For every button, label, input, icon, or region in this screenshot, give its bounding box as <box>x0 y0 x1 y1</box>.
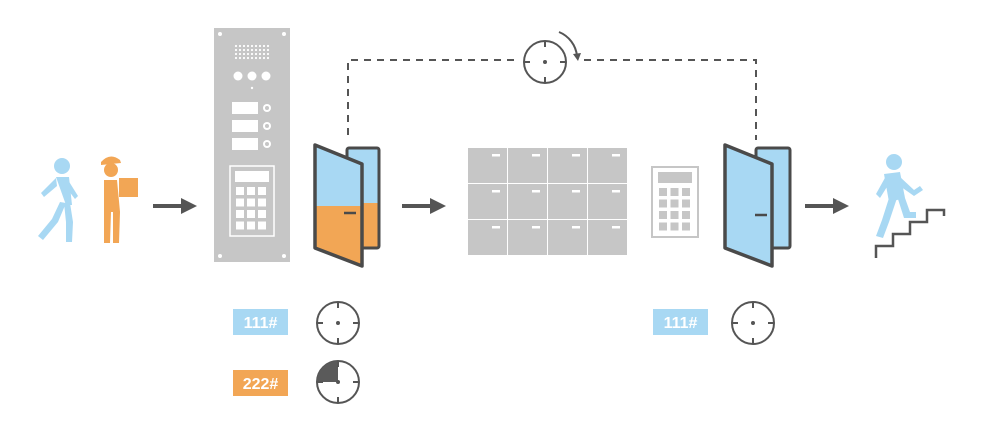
intercom-panel-icon <box>214 28 290 262</box>
mailbox-slot <box>468 220 507 255</box>
code-badge-111-right: 111# <box>653 309 708 335</box>
keypad-key <box>247 187 255 195</box>
code-label: 111# <box>664 315 698 332</box>
mailbox-slot <box>548 148 587 183</box>
keypad-key <box>258 210 266 218</box>
keypad-key <box>670 199 679 208</box>
keypad-key <box>236 198 244 207</box>
mailbox-slot <box>508 148 547 183</box>
mailbox-slot <box>548 220 587 255</box>
keypad-key <box>670 222 679 231</box>
door-icon <box>313 143 381 268</box>
keypad-key <box>247 198 255 207</box>
keypad-key <box>682 199 690 208</box>
mailbox-slot <box>508 184 547 219</box>
keypad-key <box>258 221 266 230</box>
door-icon <box>723 143 792 268</box>
arrow-right-icon <box>153 198 197 214</box>
clock-icon <box>316 301 360 345</box>
mailbox-slot <box>588 220 627 255</box>
keypad-key <box>247 210 255 218</box>
arrow-right-icon <box>805 198 849 214</box>
keypad-key <box>258 187 266 195</box>
keypad-key <box>659 211 667 219</box>
delivery-person-icon <box>101 156 138 243</box>
mailbox-slot <box>588 148 627 183</box>
keypad-key <box>236 221 244 230</box>
mailbox-slot <box>588 184 627 219</box>
keypad-key <box>659 222 667 231</box>
keypad-key <box>236 187 244 195</box>
code-badge-111-left: 111# <box>233 309 288 335</box>
keypad-key <box>236 210 244 218</box>
clock-icon <box>731 301 775 345</box>
mailbox-bank-icon <box>468 148 627 255</box>
elapsed-sector <box>317 361 338 382</box>
code-label: 111# <box>244 315 278 332</box>
mailbox-slot <box>468 184 507 219</box>
keypad-key <box>682 188 690 196</box>
keypad-key <box>670 188 679 196</box>
keypad-key <box>258 198 266 207</box>
arrow-right-icon <box>402 198 446 214</box>
mailbox-slot <box>548 184 587 219</box>
mailbox-slot <box>508 220 547 255</box>
person-climbing-stairs-icon <box>874 154 946 258</box>
keypad-key <box>682 211 690 219</box>
speaker-grille <box>234 44 270 60</box>
code-label: 222# <box>243 376 279 393</box>
clock-icon <box>316 360 360 404</box>
keypad-key <box>659 199 667 208</box>
keypad-key <box>682 222 690 231</box>
walking-person-icon <box>38 158 78 242</box>
keypad-key <box>659 188 667 196</box>
keypad-key <box>247 221 255 230</box>
keypad-icon <box>651 166 699 238</box>
timer-loop-line <box>347 59 757 140</box>
code-badge-222: 222# <box>233 370 288 396</box>
mailbox-slot <box>468 148 507 183</box>
keypad-key <box>670 211 679 219</box>
loop-timer-clock-icon <box>523 31 581 84</box>
